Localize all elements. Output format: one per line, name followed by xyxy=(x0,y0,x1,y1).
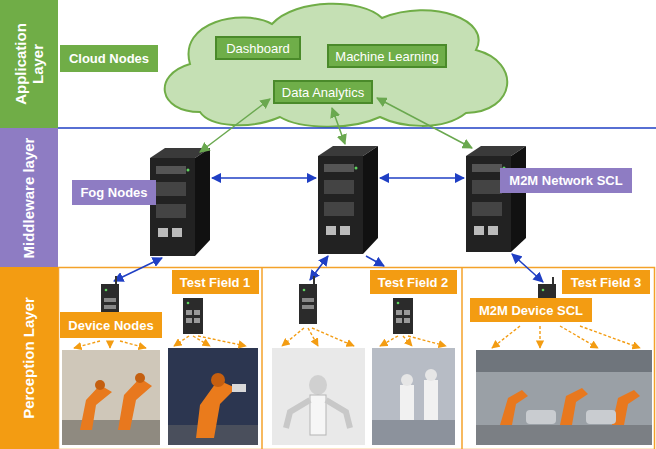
node-label: Fog Nodes xyxy=(72,180,156,205)
robot-photo xyxy=(168,348,258,445)
test-field-frame xyxy=(59,268,655,449)
node-label: M2M Network SCL xyxy=(500,168,632,193)
device-switch xyxy=(299,276,317,324)
fog-device xyxy=(150,148,210,256)
label-text: Device Nodes xyxy=(68,318,153,333)
label-text: Dashboard xyxy=(226,41,290,56)
device-link-arrow xyxy=(310,256,328,280)
cloud-link-arrow xyxy=(200,99,270,152)
device-link-arrow xyxy=(366,256,384,266)
layer-band: Perception Layer xyxy=(0,267,58,449)
fog-link-arrow xyxy=(380,177,464,179)
label-text: Test Field 2 xyxy=(378,275,449,290)
device-link-arrow xyxy=(512,254,543,282)
robot-photo xyxy=(272,348,365,445)
label-text: M2M Device SCL xyxy=(479,303,583,318)
label-text: Data Analytics xyxy=(282,85,364,100)
label-text: Cloud Nodes xyxy=(69,51,149,66)
layer-separator xyxy=(58,127,656,129)
node-label: Device Nodes xyxy=(60,312,162,338)
layer-name: Application Layer xyxy=(13,6,46,122)
device-switch xyxy=(393,298,413,334)
label-text: Test Field 1 xyxy=(180,275,251,290)
robot-photo xyxy=(372,348,455,445)
fog-device xyxy=(318,146,378,254)
layer-name: Perception Layer xyxy=(21,273,38,443)
device-link-arrow xyxy=(114,258,162,281)
test-field-label: Test Field 2 xyxy=(370,270,457,294)
cloud-service-box: Data Analytics xyxy=(273,80,373,104)
fog-device xyxy=(466,146,526,252)
test-field-divider xyxy=(461,267,463,449)
layer-band: Application Layer xyxy=(0,0,58,128)
node-label: M2M Device SCL xyxy=(470,298,592,322)
cloud-shape xyxy=(165,4,508,127)
test-field-divider xyxy=(261,267,263,449)
test-field-label: Test Field 3 xyxy=(562,270,650,294)
node-label: Cloud Nodes xyxy=(60,45,158,72)
cloud-link-arrow xyxy=(377,98,472,148)
cloud-link-arrow xyxy=(332,108,345,144)
label-text: Fog Nodes xyxy=(80,185,147,200)
factory-photo xyxy=(476,350,652,445)
label-text: M2M Network SCL xyxy=(509,173,622,188)
layer-band: Middleware layer xyxy=(0,128,58,267)
label-text: Machine Learning xyxy=(335,49,438,64)
label-text: Test Field 3 xyxy=(571,275,642,290)
robot-photo xyxy=(62,350,160,445)
device-switch xyxy=(183,298,203,334)
fog-link-arrow xyxy=(212,177,316,179)
test-field-label: Test Field 1 xyxy=(172,270,259,294)
cloud-service-box: Dashboard xyxy=(215,36,301,60)
cloud-service-box: Machine Learning xyxy=(327,44,447,68)
layer-name: Middleware layer xyxy=(21,134,38,261)
